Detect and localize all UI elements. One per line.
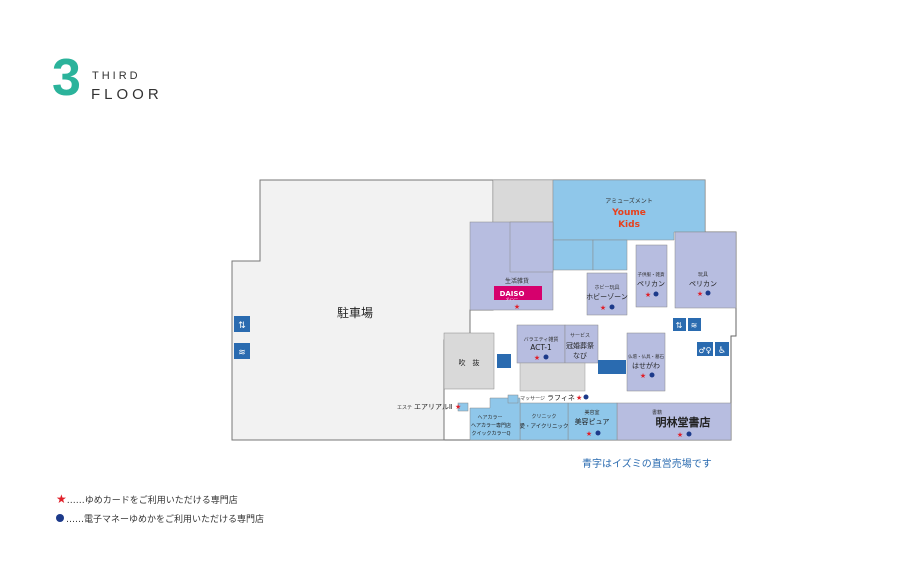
hobby-zone-store[interactable] <box>586 272 628 316</box>
rafine-name: ラフィネ <box>547 394 575 402</box>
legend-emoney: ……電子マネーゆめかをご利用いただける専門店 <box>56 512 264 525</box>
rafine-kiosk[interactable] <box>507 394 519 404</box>
hobby-dot <box>609 304 615 310</box>
hobby-star: ★ <box>600 304 606 312</box>
act1-store[interactable] <box>516 324 566 364</box>
service-name2: なび <box>573 352 587 360</box>
floor-label-third: THIRD <box>92 70 141 82</box>
hasegawa-dot <box>649 372 655 378</box>
act1-dot <box>543 354 549 360</box>
parking-label: 駐車場 <box>337 305 373 320</box>
hasegawa-name: はせがわ <box>632 361 660 370</box>
daiso-star: ★ <box>514 303 520 311</box>
act1-star: ★ <box>534 354 540 362</box>
haircolor-name2: クイックカラーQ <box>472 431 511 437</box>
escalator-right-icon: ⇅ ≋ <box>673 318 701 331</box>
daiso-logo-text: DAISO <box>500 290 525 298</box>
hobby-name: ホビーゾーン <box>586 292 628 301</box>
aerial-star: ★ <box>455 403 461 411</box>
biyou-category: 美容室 <box>584 409 599 416</box>
parking-stairs-icon: ≋ <box>234 343 250 359</box>
service-kankon-store[interactable] <box>564 324 599 364</box>
hasegawa-category: 仏壇・仏具・墓石 <box>628 353 664 360</box>
biyou-star: ★ <box>586 430 592 438</box>
legend-emoney-text: ……電子マネーゆめかをご利用いただける専門店 <box>66 515 265 525</box>
haircolor-name1: ヘアカラー専門店 <box>471 422 511 429</box>
aerial-category: エステ <box>397 405 412 411</box>
biyou-pure-store[interactable] <box>567 402 618 441</box>
act1-category: バラエティ雑貨 <box>524 336 559 343</box>
service-name1: 冠婚葬祭 <box>566 341 594 350</box>
kids-pelican-category: 子供服・雑貨 <box>638 271 665 278</box>
toy-pelican-store[interactable] <box>674 231 737 309</box>
clinic-category: クリニック <box>531 414 556 420</box>
biyou-dot <box>595 430 601 436</box>
kids-pelican-name: ペリカン <box>637 280 665 288</box>
toy-pelican-star: ★ <box>697 290 703 298</box>
hobby-category: ホビー玩具 <box>594 284 619 291</box>
biyou-name: 美容ピュア <box>575 417 610 426</box>
ai-eye-clinic[interactable] <box>519 402 569 441</box>
toy-pelican-category: 玩具 <box>698 272 708 278</box>
escalator-hasegawa-icon <box>598 360 612 374</box>
restroom-icon: ♂♀ <box>697 342 713 356</box>
quick-color-q-store[interactable] <box>469 397 521 441</box>
svg-text:⇅: ⇅ <box>676 321 683 330</box>
daiso-sub: ダイソー <box>506 296 518 301</box>
hasegawa-store[interactable] <box>626 332 666 392</box>
meirindo-store[interactable] <box>616 402 732 441</box>
toy-pelican-name: ペリカン <box>689 280 717 288</box>
meirindo-category: 書籍 <box>652 409 662 416</box>
daiso-logo <box>494 286 542 300</box>
youme-logo-line2: Kids <box>618 220 640 230</box>
atrium-label: 吹 抜 <box>459 358 480 367</box>
rafine-dot <box>583 394 589 400</box>
hasegawa-star: ★ <box>640 372 646 380</box>
svg-text:⇅: ⇅ <box>238 321 246 331</box>
floor-label-floor: FLOOR <box>91 86 163 103</box>
svg-text:≋: ≋ <box>691 321 698 330</box>
rafine-star: ★ <box>576 394 582 402</box>
aerial-name: エアリアルⅡ <box>414 403 452 411</box>
kids-pelican-dot <box>653 291 659 297</box>
floor-number: 3 <box>52 49 81 107</box>
meirindo-name: 明林堂書店 <box>656 415 711 429</box>
kids-pelican-store[interactable] <box>635 244 668 308</box>
legend-card-text: ……ゆめカードをご利用いただける専門店 <box>66 496 238 506</box>
accessible-icon: ♿ <box>715 342 729 356</box>
dot-legend-icon <box>56 514 64 522</box>
svg-text:♂♀: ♂♀ <box>698 346 711 355</box>
clinic-name: 愛・アイクリニック <box>519 422 568 430</box>
aerial-kiosk[interactable] <box>457 402 469 412</box>
meirindo-star: ★ <box>677 431 683 439</box>
haircolor-category: ヘアカラー <box>477 415 502 421</box>
direct-sales-note: 青字はイズミの直営売場です <box>582 459 712 470</box>
parking-escalator-icon: ⇅ <box>234 316 250 332</box>
svg-text:≋: ≋ <box>238 348 246 358</box>
kids-pelican-star: ★ <box>645 291 651 299</box>
amusement-category: アミューズメント <box>605 197 653 205</box>
escalator-center-icon <box>497 354 511 368</box>
star-legend-icon: ★ <box>56 492 67 506</box>
act1-name: ACT-1 <box>530 343 552 352</box>
youme-logo-line1: Youme <box>611 208 646 218</box>
legend-card: ★……ゆめカードをご利用いただける専門店 <box>56 492 238 506</box>
daiso-category: 生活雑貨 <box>505 277 529 285</box>
service-category: サービス <box>570 332 590 339</box>
svg-text:♿: ♿ <box>718 346 726 356</box>
rafine-category: マッサージ <box>520 396 545 402</box>
toy-pelican-dot <box>705 290 711 296</box>
meirindo-dot <box>686 431 692 437</box>
atrium <box>443 332 495 390</box>
corridor-grey <box>519 362 586 392</box>
